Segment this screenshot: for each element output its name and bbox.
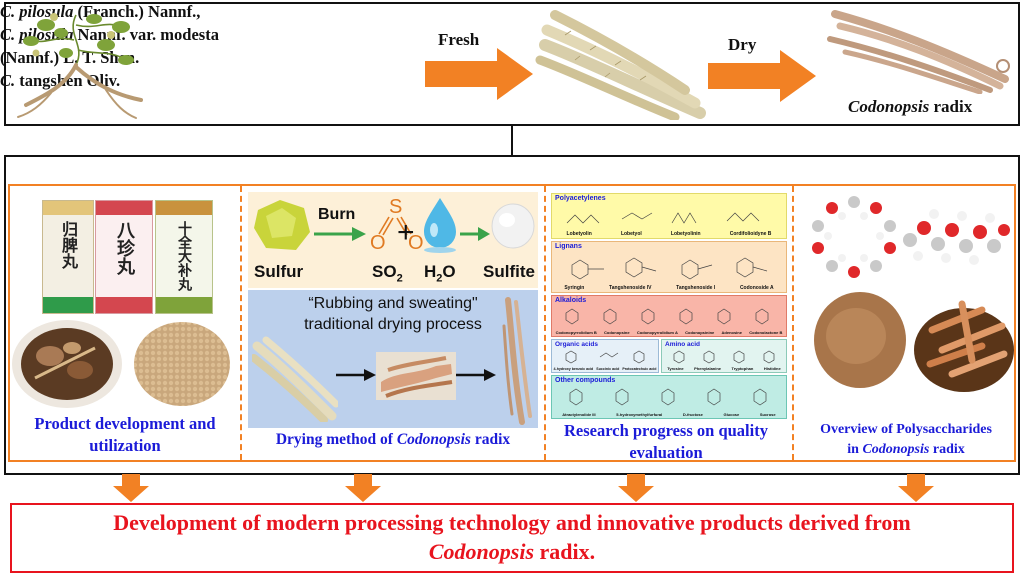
burn-arrow: [314, 227, 366, 241]
section-amino-acid-title: Amino acid: [665, 341, 701, 348]
hydration-arrow: [460, 227, 490, 241]
so2-s-atom: S: [389, 196, 403, 218]
top-box: [4, 2, 1020, 126]
final-box: [10, 503, 1014, 573]
section-organic-acids-title: Organic acids: [555, 341, 598, 348]
final-statement: Development of modern processing technol…: [14, 508, 1010, 566]
medicine-box-3-label: 十全大补丸: [176, 221, 192, 291]
down-arrow-1: [113, 474, 149, 502]
species-3-author: tangshen Oliv.: [15, 71, 121, 90]
polysaccharide-model-chain: [903, 209, 1010, 265]
section-lignans-title: Lignans: [555, 243, 582, 250]
section-alkaloids-title: Alkaloids: [555, 297, 587, 304]
polysaccharide-powder-image: [814, 292, 906, 388]
sulfite-image: [491, 203, 535, 249]
research-caption: Research progress on quality evaluation: [564, 421, 768, 462]
fresh-roots-image: [535, 10, 706, 120]
polysaccharides-caption: Overview of Polysaccharides in Codonopsi…: [796, 420, 1016, 460]
fresh-label: Fresh: [438, 30, 480, 49]
soup-bowl-image: [12, 320, 122, 408]
granules-image: [134, 322, 230, 406]
plus-sign: +: [397, 216, 415, 249]
panel-separator-1: [240, 186, 242, 460]
species-3-genus: C.: [0, 71, 16, 90]
sulfite-label: Sulfite: [483, 262, 535, 281]
process-title-line1: “Rubbing and sweating": [308, 295, 478, 312]
plant-illustration: [17, 13, 143, 119]
polysaccharide-model-ring: [812, 196, 896, 278]
water-drop-icon: [424, 198, 456, 253]
final-statement-line2: Codonopsis radix.: [428, 539, 596, 564]
species-1-author: (Franch.) Nannf.,: [73, 2, 201, 21]
panel-separator-3: [792, 186, 794, 460]
panels-frame: [8, 184, 1016, 462]
process-title-line2: traditional drying process: [304, 316, 482, 333]
middle-box: [4, 155, 1020, 475]
drying-caption: Drying method of Codonopsis radix: [275, 431, 511, 448]
process-title: “Rubbing and sweating" traditional dryin…: [252, 293, 534, 335]
codonopsis-radix-label: Codonopsis radix: [848, 97, 973, 116]
so2-label: SO2: [372, 262, 403, 285]
process-arrow-1: [336, 369, 376, 381]
sulfur-label: Sulfur: [254, 262, 304, 281]
burn-label: Burn: [318, 206, 356, 223]
dried-roots-image: [827, 10, 1010, 94]
hands-rubbing-image: [376, 352, 456, 400]
so2-o-atom-right: O: [408, 232, 424, 254]
so2-o-atom-left: O: [370, 232, 386, 254]
section-polyacetylenes-title: Polyacetylenes: [555, 195, 606, 202]
dry-arrow: [708, 50, 816, 102]
medicine-box-2-label: 八珍丸: [114, 221, 135, 275]
panel-separator-2: [544, 186, 546, 460]
rubbing-roots-image: [252, 336, 338, 422]
sulfur-image: [254, 200, 310, 250]
dried-root-result-image: [502, 297, 532, 425]
medicine-box-3: 十全大补丸: [155, 200, 213, 314]
species-2-author: Nannf. var. modesta: [73, 25, 219, 44]
dry-label: Dry: [728, 35, 757, 54]
fresh-arrow: [425, 48, 533, 100]
product-caption: Product development and utilization: [34, 414, 216, 455]
down-arrow-4: [898, 474, 934, 502]
connector-vertical: [511, 126, 513, 156]
polysaccharides-caption-line1: Overview of Polysaccharides: [820, 422, 992, 437]
medicine-box-1-label: 归脾丸: [59, 221, 78, 269]
so2-bonds: [378, 216, 412, 236]
polysaccharides-caption-line2: in Codonopsis radix: [847, 442, 965, 457]
down-arrow-3: [618, 474, 654, 502]
medicine-box-2: 八珍丸: [95, 200, 153, 314]
h2o-label: H2O: [424, 262, 456, 285]
down-arrow-2: [345, 474, 381, 502]
final-statement-line1: Development of modern processing technol…: [113, 510, 911, 535]
process-arrow-2: [456, 369, 496, 381]
medicine-box-1: 归脾丸: [42, 200, 94, 314]
section-other-compounds-title: Other compounds: [555, 377, 616, 384]
cut-roots-bowl-image: [914, 300, 1014, 392]
